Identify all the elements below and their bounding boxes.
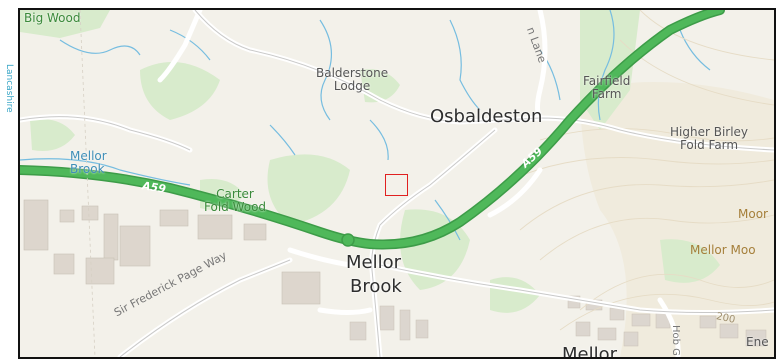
roundabout-junction[interactable]	[341, 233, 355, 247]
wood-label-big-wood: Big Wood	[24, 11, 81, 25]
hill-label-mellor-moor: Mellor Moo	[690, 243, 756, 257]
farm-label-balderstone-line1: Balderstone	[316, 66, 389, 80]
place-label-mellor-brook-2: Brook	[350, 276, 402, 297]
streams	[20, 10, 711, 241]
farm-label-higher-birley-line2: Fold Farm	[679, 138, 739, 152]
margin-strip: Lancashire	[0, 0, 18, 361]
a59-trunk-road[interactable]	[20, 10, 724, 248]
contours	[509, 10, 774, 331]
farm-label-fairfield-line1: Fairfield	[583, 74, 631, 88]
wood-label-carter-fold: Carter Fold Wood	[204, 188, 266, 214]
place-label-osbaldeston: Osbaldeston	[430, 106, 543, 127]
farm-label-balderstone: Balderstone Lodge	[316, 67, 388, 93]
water-label-mellor-brook: Mellor Brook	[70, 150, 107, 176]
place-label-mellor-brook-1: Mellor	[346, 252, 402, 273]
hill-label-moor: Moor	[738, 207, 768, 221]
map-canvas	[20, 10, 774, 357]
edge-label: Lancashire	[4, 64, 14, 113]
road-label-hob-green: Hob G	[670, 325, 681, 356]
farm-label-fairfield: Fairfield Farm	[583, 75, 630, 101]
residential-blocks	[349, 295, 767, 347]
farm-label-balderstone-line2: Lodge	[333, 79, 371, 93]
place-label-ene: Ene	[746, 335, 769, 349]
terrain-shade	[580, 82, 774, 357]
farm-label-higher-birley: Higher Birley Fold Farm	[670, 126, 748, 152]
selection-box[interactable]	[385, 174, 408, 196]
water-label-line1: Mellor	[70, 149, 107, 163]
farm-label-higher-birley-line1: Higher Birley	[670, 125, 749, 139]
wood-label-carter-line2: Fold Wood	[204, 200, 267, 214]
minor-roads-outline	[20, 10, 774, 357]
road-label-a59-west: A59	[141, 179, 167, 196]
place-label-mellor: Mellor	[562, 344, 618, 359]
map-viewport[interactable]: Osbaldeston Mellor Brook Mellor Balderst…	[18, 8, 776, 359]
water-label-line2: Brook	[70, 162, 105, 176]
farm-label-fairfield-line2: Farm	[591, 87, 622, 101]
wood-label-carter-line1: Carter	[216, 187, 254, 201]
parish-boundary	[79, 10, 96, 357]
industrial-estate	[23, 199, 321, 305]
